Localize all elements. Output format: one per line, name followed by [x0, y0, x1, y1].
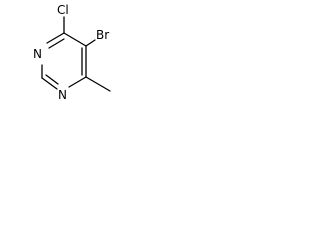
bond-c4-c5 — [63, 32, 87, 47]
bond-c6-methyl — [85, 76, 111, 92]
molecule-structure-diagram: Cl Br N N — [33, 3, 111, 102]
bond-c6-n1 — [68, 76, 87, 88]
bond-n3-c4 — [46, 32, 65, 44]
atom-label-nitrogen-3: N — [33, 47, 42, 61]
bond-n1-c2 — [41, 77, 58, 90]
atom-label-bromine: Br — [96, 28, 109, 42]
atom-label-nitrogen-1: N — [58, 88, 67, 102]
atom-label-chlorine: Cl — [57, 3, 69, 17]
bond-c5-br — [85, 39, 96, 47]
bond-n3-c4-double — [48, 38, 65, 49]
bond-n1-c2-double — [45, 74, 59, 85]
